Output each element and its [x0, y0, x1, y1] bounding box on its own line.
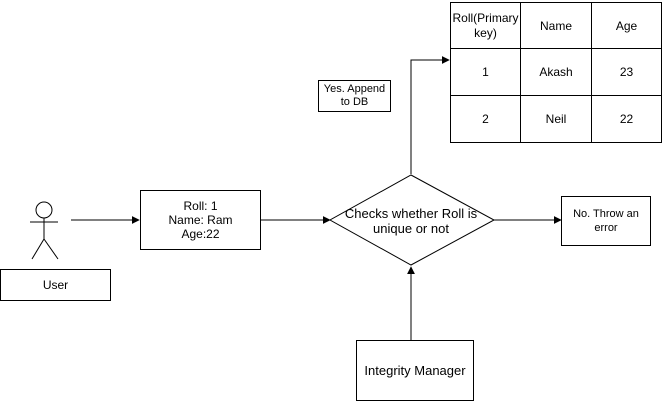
yes-label-line1: Yes. Append [323, 83, 386, 95]
table-row: 1 Akash 23 [450, 48, 662, 96]
yes-label-box: Yes. Append to DB [318, 80, 391, 112]
table-header-age: Age [591, 2, 662, 49]
table-cell: Akash [520, 48, 592, 96]
table-cell: Neil [520, 95, 592, 143]
integrity-manager-label: Integrity Manager [364, 362, 466, 378]
arrow-decision-to-table [410, 56, 450, 174]
decision-diamond [328, 174, 496, 266]
error-box: No. Throw an error [561, 196, 651, 246]
table-header-name: Name [520, 2, 592, 49]
table-cell: 23 [591, 48, 662, 96]
record-age: Age:22 [181, 227, 220, 241]
table-header-roll: Roll(Primary key) [450, 2, 521, 49]
user-label-box: User [0, 269, 111, 301]
error-line1: No. Throw an [573, 208, 639, 220]
table-row: 2 Neil 22 [450, 95, 662, 143]
decision-text: Checks whether Roll is unique or not [344, 206, 478, 236]
record-roll: Roll: 1 [183, 199, 218, 213]
table-header-row: Roll(Primary key) Name Age [450, 2, 662, 49]
user-actor-figure [30, 201, 59, 260]
error-line2: error [594, 222, 618, 234]
integrity-manager-box: Integrity Manager [356, 340, 474, 401]
table-cell: 22 [591, 95, 662, 143]
yes-label-line2: to DB [340, 96, 369, 108]
table-cell: 2 [450, 95, 521, 143]
record-name: Name: Ram [168, 213, 233, 227]
database-table: Roll(Primary key) Name Age 1 Akash 23 2 … [450, 2, 662, 143]
input-record-box: Roll: 1 Name: Ram Age:22 [140, 190, 261, 250]
table-cell: 1 [450, 48, 521, 96]
user-label: User [42, 278, 69, 292]
